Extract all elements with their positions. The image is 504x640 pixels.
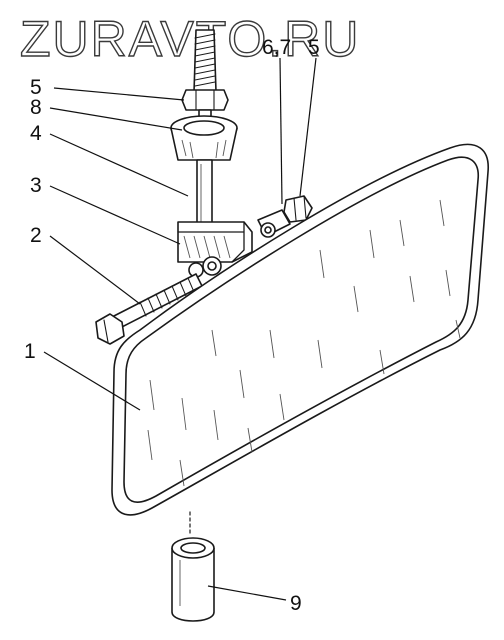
leader-lines	[43, 57, 317, 601]
callout-5-upper: 5	[30, 76, 42, 99]
threaded-stud	[193, 29, 217, 93]
callout-3: 3	[30, 174, 42, 197]
bushing	[170, 115, 238, 161]
mirror	[111, 143, 489, 516]
nut-upper	[181, 89, 229, 111]
watermark-text: ZURAVTO.RU	[20, 11, 360, 67]
callout-1: 1	[24, 340, 36, 363]
callout-6-7: 6,7	[262, 36, 291, 59]
rod	[196, 159, 213, 229]
screw	[95, 273, 203, 345]
callout-4: 4	[30, 122, 42, 145]
callout-5-right: 5	[308, 36, 320, 59]
callout-8: 8	[30, 96, 42, 119]
sleeve	[171, 537, 215, 622]
clamp-right	[257, 195, 313, 238]
callout-2: 2	[30, 224, 42, 247]
callout-9: 9	[290, 592, 302, 615]
